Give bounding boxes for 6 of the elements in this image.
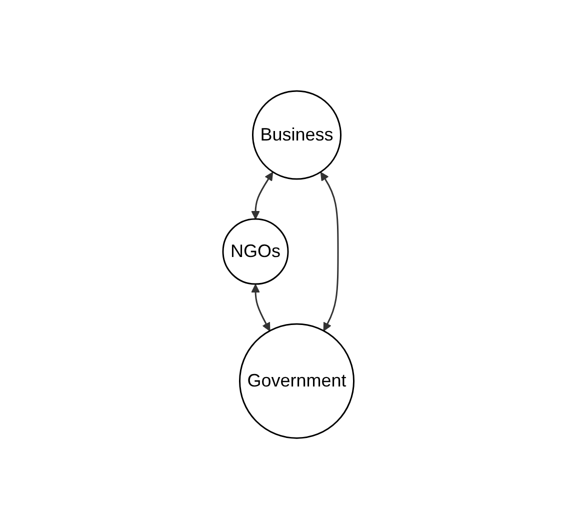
- node-circle: Government: [239, 324, 355, 440]
- arrow: [251, 284, 270, 332]
- node-circle: Business: [252, 90, 342, 180]
- arrow: [320, 172, 339, 332]
- arrow: [251, 172, 274, 220]
- node-circle: NGOs: [222, 218, 289, 286]
